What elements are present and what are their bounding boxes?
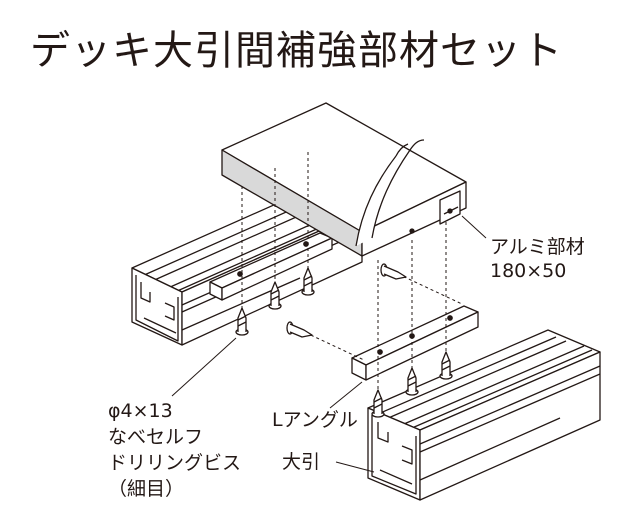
screw (371, 389, 385, 418)
aluminum-part-label: アルミ部材 180×50 (490, 235, 585, 283)
aluminum-part-size: 180×50 (490, 260, 567, 282)
aluminum-part (221, 102, 467, 257)
l-angle-label: Lアングル (272, 409, 358, 431)
screw (439, 351, 453, 380)
screw-label: φ4×13 なべセルフ ドリリングビス （細目） (108, 398, 241, 502)
screw (235, 307, 249, 336)
screw (268, 281, 282, 310)
screw-type-line3: （細目） (108, 478, 185, 500)
guide-lines (241, 152, 463, 400)
screw (380, 263, 407, 280)
screw (286, 321, 313, 338)
screw (301, 267, 315, 296)
joist-label: 大引 (282, 451, 321, 473)
l-angle-rear (209, 232, 333, 301)
page-title: デッキ大引間補強部材セット (30, 28, 563, 74)
aluminum-part-name: アルミ部材 (490, 236, 585, 258)
front-joist (367, 329, 601, 501)
screws (235, 263, 453, 418)
screw-type-line2: ドリリングビス (108, 452, 242, 474)
leader-lines (171, 215, 487, 473)
screw-size: φ4×13 (108, 400, 173, 422)
screw (405, 367, 419, 396)
screw-type-line1: なべセルフ (108, 426, 204, 448)
